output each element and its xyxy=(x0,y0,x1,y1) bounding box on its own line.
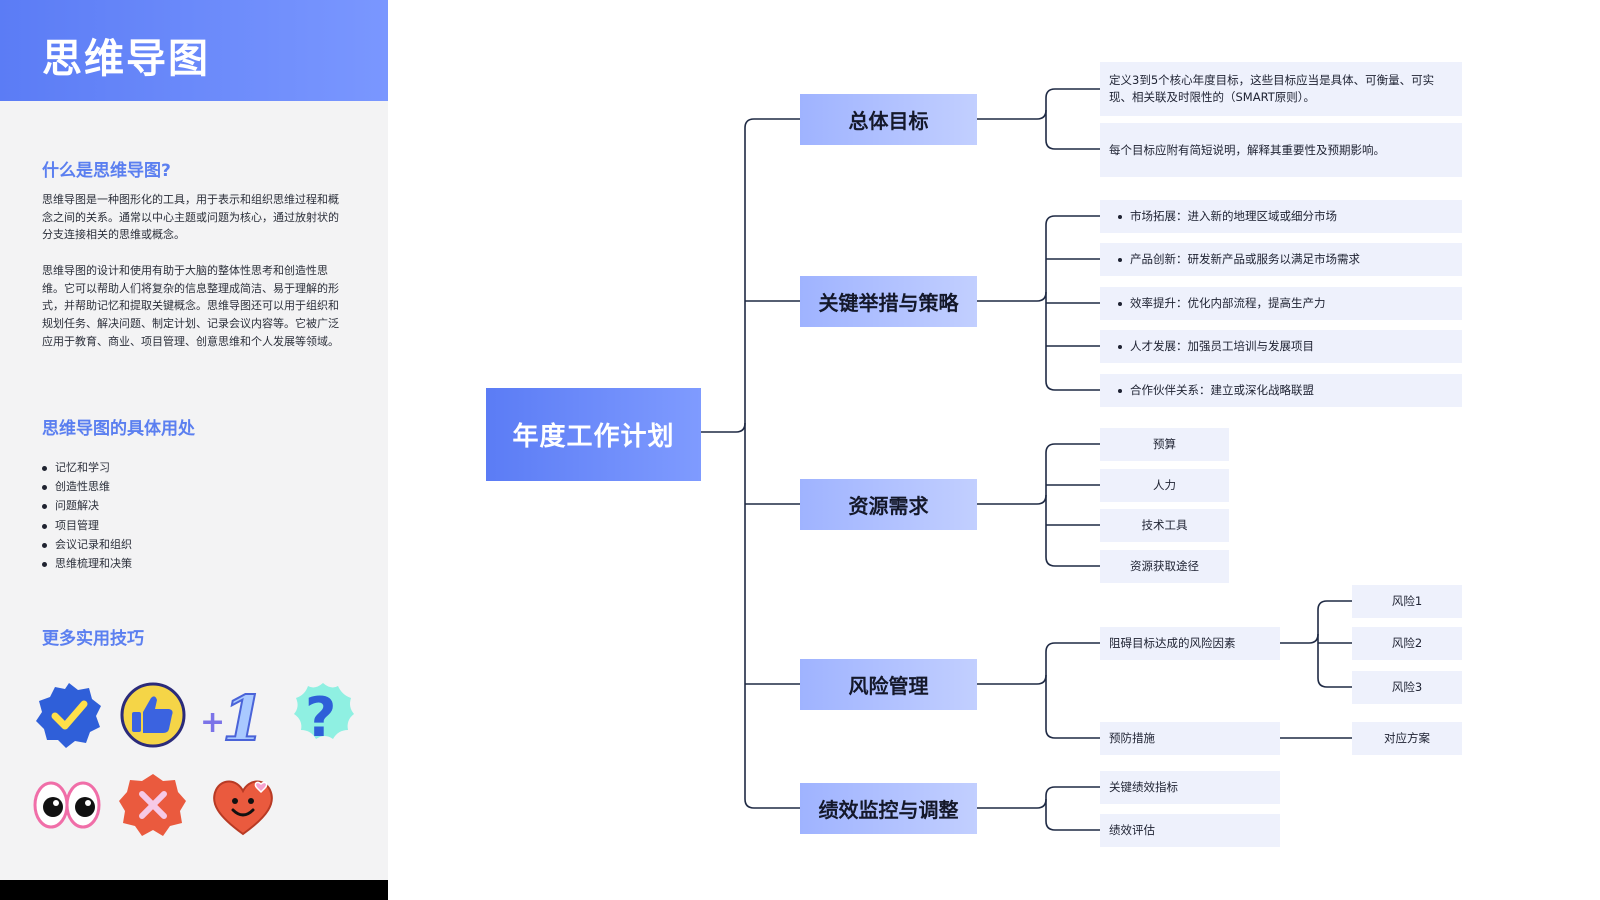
connector xyxy=(1045,796,1100,831)
leaf-label: 市场拓展：进入新的地理区域或细分市场 xyxy=(1130,209,1337,223)
connector xyxy=(1317,600,1352,611)
svg-text:+: + xyxy=(200,705,225,740)
connector xyxy=(1045,98,1100,150)
leaf-label: 产品创新：研发新产品或服务以满足市场需求 xyxy=(1130,252,1360,266)
thumbs-up-icon xyxy=(120,682,186,748)
connector xyxy=(1045,215,1100,226)
connector xyxy=(1045,642,1100,653)
leaf-risk-factors[interactable]: 阻碍目标达成的风险因素 xyxy=(1100,627,1280,660)
connector xyxy=(1045,443,1100,454)
benefit-paragraph: 思维导图的设计和使用有助于大脑的整体性思考和创造性思维。它可以帮助人们将复杂的信… xyxy=(42,264,339,348)
connector xyxy=(1036,109,1047,120)
leaf-risk-2[interactable]: 风险2 xyxy=(1352,627,1462,660)
smiling-heart-icon xyxy=(213,780,273,836)
connector xyxy=(1045,225,1100,391)
list-item: 会议记录和组织 xyxy=(42,535,132,554)
connector xyxy=(1045,88,1100,99)
question-mark-icon: ? xyxy=(294,683,354,748)
leaf-risk-1[interactable]: 风险1 xyxy=(1352,585,1462,618)
section-title-tips: 更多实用技巧 xyxy=(42,629,144,649)
bullet-icon xyxy=(1118,301,1122,306)
leaf-evaluation[interactable]: 绩效评估 xyxy=(1100,814,1280,847)
sidebar-header: 思维导图 xyxy=(0,0,388,101)
connector xyxy=(1036,291,1047,302)
branch-node-risk[interactable]: 风险管理 xyxy=(800,659,977,710)
section-title-uses: 思维导图的具体用处 xyxy=(42,419,195,439)
connector xyxy=(1317,610,1352,688)
page-title: 思维导图 xyxy=(42,36,210,82)
connector xyxy=(1036,798,1047,809)
leaf-label: 人才发展：加强员工培训与发展项目 xyxy=(1130,339,1314,353)
leaf-label: 效率提升：优化内部流程，提高生产力 xyxy=(1130,296,1326,310)
connector xyxy=(1036,494,1047,505)
leaf-strategy-talent[interactable]: 人才发展：加强员工培训与发展项目 xyxy=(1100,330,1462,363)
connector xyxy=(1308,633,1319,644)
leaf-strategy-market[interactable]: 市场拓展：进入新的地理区域或细分市场 xyxy=(1100,200,1462,233)
svg-text:1: 1 xyxy=(222,682,265,748)
leaf-strategy-product[interactable]: 产品创新：研发新产品或服务以满足市场需求 xyxy=(1100,243,1462,276)
leaf-label: 合作伙伴关系：建立或深化战略联盟 xyxy=(1130,383,1314,397)
connector xyxy=(735,422,746,433)
branch-node-strategies[interactable]: 关键举措与策略 xyxy=(800,276,977,327)
list-item: 项目管理 xyxy=(42,516,132,535)
leaf-resource-people[interactable]: 人力 xyxy=(1100,469,1229,502)
root-node[interactable]: 年度工作计划 xyxy=(486,388,701,481)
leaf-strategy-efficiency[interactable]: 效率提升：优化内部流程，提高生产力 xyxy=(1100,287,1462,320)
uses-list: 记忆和学习 创造性思维 问题解决 项目管理 会议记录和组织 思维梳理和决策 xyxy=(42,458,132,573)
leaf-resource-channels[interactable]: 资源获取途径 xyxy=(1100,550,1229,583)
leaf-prevention[interactable]: 预防措施 xyxy=(1100,722,1280,755)
sidebar-panel: 思维导图 什么是思维导图? 思维导图是一种图形化的工具，用于表示和组织思维过程和… xyxy=(0,0,388,900)
branch-node-goals[interactable]: 总体目标 xyxy=(800,94,977,145)
connector xyxy=(1045,786,1100,797)
list-item: 创造性思维 xyxy=(42,477,132,496)
branch-node-resources[interactable]: 资源需求 xyxy=(800,479,977,530)
list-item: 思维梳理和决策 xyxy=(42,554,132,573)
list-item: 问题解决 xyxy=(42,496,132,515)
leaf-goal-definition[interactable]: 定义3到5个核心年度目标，这些目标应当是具体、可衡量、可实现、相关联及时限性的（… xyxy=(1100,62,1462,116)
bottom-bar xyxy=(0,880,388,900)
check-badge-icon xyxy=(36,683,101,748)
list-item: 记忆和学习 xyxy=(42,458,132,477)
intro-paragraph: 思维导图是一种图形化的工具，用于表示和组织思维过程和概念之间的关系。通常以中心主… xyxy=(42,193,339,242)
leaf-resource-budget[interactable]: 预算 xyxy=(1100,428,1229,461)
eyes-icon xyxy=(33,781,101,829)
connector xyxy=(1045,453,1100,567)
leaf-goal-description[interactable]: 每个目标应附有简短说明，解释其重要性及预期影响。 xyxy=(1100,123,1462,177)
leaf-countermeasure[interactable]: 对应方案 xyxy=(1352,722,1462,755)
svg-text:?: ? xyxy=(305,686,336,748)
plus-one-icon: + 1 xyxy=(200,681,266,748)
bullet-icon xyxy=(1118,344,1122,349)
x-badge-icon xyxy=(119,774,186,836)
leaf-kpi[interactable]: 关键绩效指标 xyxy=(1100,771,1280,804)
connector xyxy=(744,118,800,129)
leaf-risk-3[interactable]: 风险3 xyxy=(1352,671,1462,704)
bullet-icon xyxy=(1118,388,1122,393)
connector xyxy=(1045,652,1100,739)
connector xyxy=(1036,674,1047,685)
bullet-icon xyxy=(1118,257,1122,262)
branch-node-performance[interactable]: 绩效监控与调整 xyxy=(800,783,977,834)
section-title-what: 什么是思维导图? xyxy=(42,161,171,181)
connector xyxy=(744,128,800,809)
bullet-icon xyxy=(1118,214,1122,219)
leaf-resource-tools[interactable]: 技术工具 xyxy=(1100,509,1229,542)
leaf-strategy-partner[interactable]: 合作伙伴关系：建立或深化战略联盟 xyxy=(1100,374,1462,407)
